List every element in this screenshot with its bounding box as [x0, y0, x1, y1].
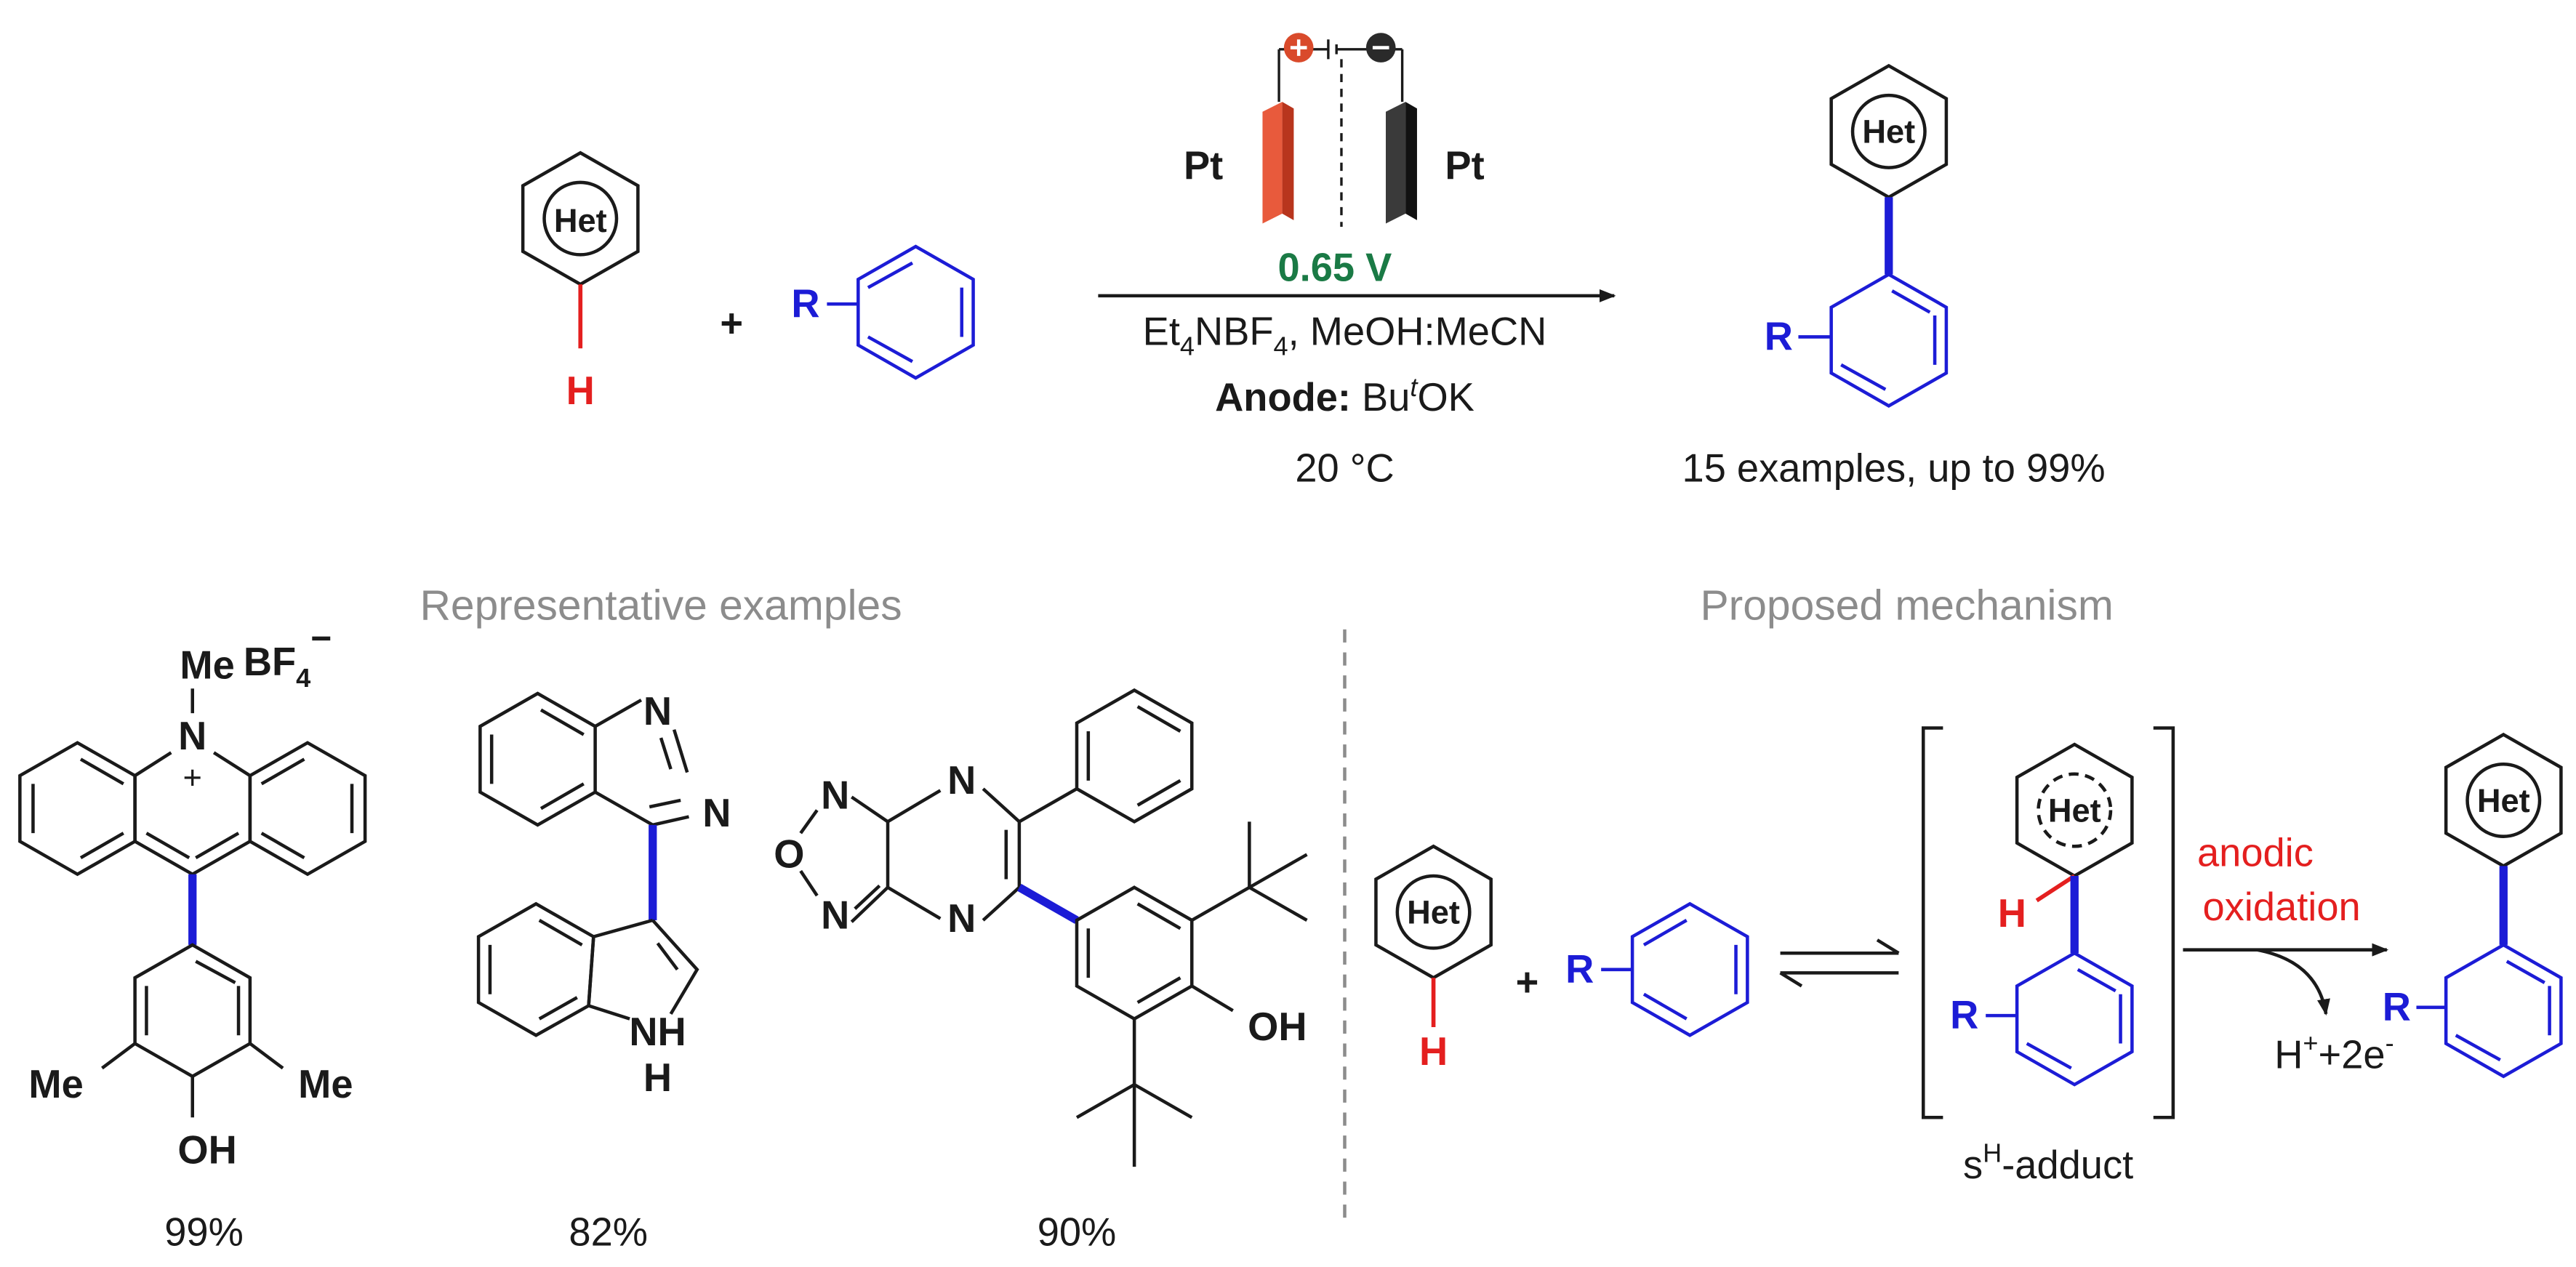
mechanism-product: Het R — [2383, 732, 2563, 1079]
r-group: R — [2383, 986, 2411, 1029]
het-label: Het — [2048, 792, 2101, 829]
adduct-label: sH-adduct — [1963, 1138, 2133, 1187]
temperature-label: 20 °C — [1295, 446, 1394, 490]
example-acridinium: Me BF4− N + Me Me OH 99% — [18, 618, 367, 1255]
nitrogen-atom: N — [821, 773, 849, 817]
nitrogen-atom: N — [947, 897, 976, 941]
het-label: Het — [554, 202, 607, 239]
cathode-material: Pt — [1445, 144, 1484, 188]
electrochemical-cell: Pt Pt — [1184, 33, 1485, 227]
r-group: R — [1950, 994, 1978, 1037]
arene-reactant: R — [791, 244, 975, 380]
het-arene-reactant: Het H — [521, 150, 640, 413]
electrolyte-conditions: Et4NBF4, MeOH:MeCN — [1143, 310, 1547, 361]
nh-label: NH — [629, 1010, 686, 1054]
het-label: Het — [1862, 113, 1915, 150]
nitrogen-atom: N — [947, 759, 976, 803]
hydroxyl-label: OH — [1248, 1005, 1307, 1049]
yield-label: 82% — [569, 1211, 648, 1255]
yield-label: 99% — [164, 1211, 244, 1255]
methyl-label: Me — [298, 1063, 353, 1106]
h-atom: H — [643, 1056, 672, 1100]
h-atom: H — [1998, 892, 2026, 936]
r-group: R — [1565, 948, 1594, 992]
plus-sign: + — [1516, 961, 1539, 1005]
r-group: R — [791, 282, 819, 326]
nitrogen-atom: N — [702, 792, 731, 835]
anode-material: Pt — [1184, 144, 1223, 188]
r-group: R — [1765, 315, 1793, 359]
het-label: Het — [1407, 894, 1460, 931]
mechanism-arene: R — [1565, 901, 1749, 1037]
scope-summary: 15 examples, up to 99% — [1682, 446, 2106, 490]
h-atom: H — [566, 369, 595, 413]
nitrogen-atom: N — [178, 715, 206, 758]
hydroxyl-label: OH — [177, 1129, 236, 1173]
byproduct-label: H++2e- — [2274, 1028, 2394, 1077]
biaryl-product: Het R — [1765, 63, 1949, 408]
mechanism-het-arene: Het H — [1374, 844, 1493, 1074]
methyl-label: Me — [28, 1063, 83, 1106]
example-quinazoline-indole: N N NH H 82% — [476, 690, 731, 1255]
equilibrium-arrows — [1779, 938, 1900, 988]
oxidation-label: oxidation — [2203, 885, 2361, 929]
sh-adduct: Het H R sH-adduct — [1921, 726, 2175, 1187]
h-atom: H — [1419, 1030, 1448, 1074]
oxygen-atom: O — [774, 833, 804, 877]
positive-charge: + — [183, 759, 202, 796]
anode-conditions: Anode: ButOK — [1215, 372, 1474, 419]
counterion: BF4− — [244, 618, 332, 693]
yield-label: 90% — [1038, 1211, 1117, 1255]
plus-sign: + — [720, 302, 743, 345]
oxidation-label: anodic — [2197, 831, 2314, 874]
het-label: Het — [2477, 782, 2530, 819]
examples-title: Representative examples — [420, 582, 902, 629]
nitrogen-atom: N — [643, 690, 672, 733]
nitrogen-atom: N — [821, 893, 849, 937]
voltage-label: 0.65 V — [1278, 246, 1392, 290]
methyl-label: Me — [180, 644, 234, 688]
anode-electrode — [1262, 102, 1283, 224]
cathode-electrode — [1405, 102, 1417, 220]
example-furazanopyrazine: N O N N N OH — [774, 688, 1308, 1255]
byproduct-arrow — [2256, 948, 2330, 1016]
mechanism-title: Proposed mechanism — [1700, 582, 2113, 629]
